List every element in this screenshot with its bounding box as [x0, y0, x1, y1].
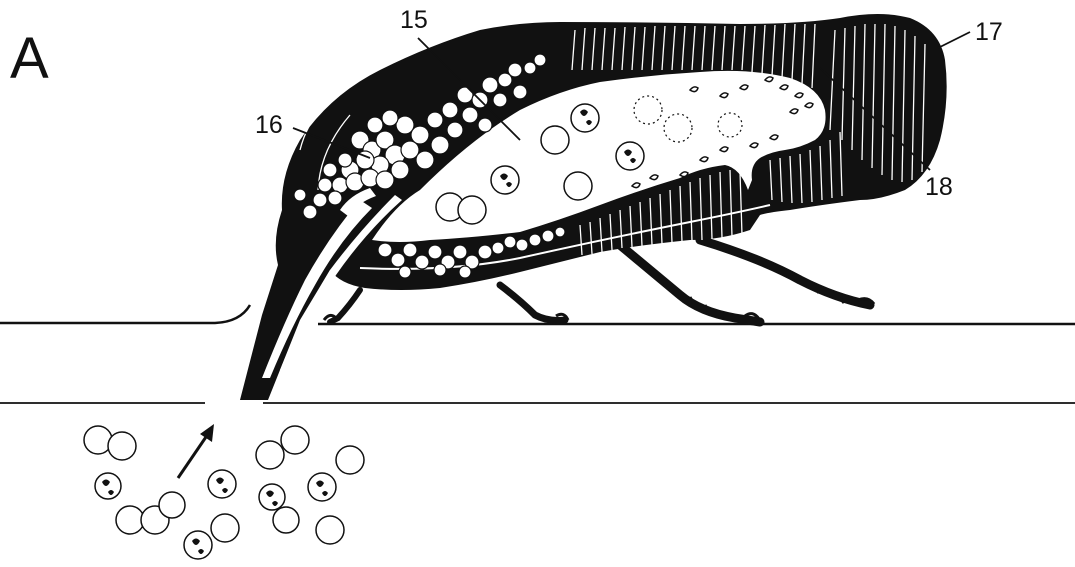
label-17: 17: [975, 18, 1003, 46]
label-16: 16: [255, 111, 283, 139]
insect-body: [240, 14, 947, 400]
uptake-arrow: [178, 424, 214, 478]
panel-label: A: [10, 26, 49, 91]
host-blood-cells: [84, 426, 364, 559]
label-15: 15: [400, 6, 428, 34]
label-18: 18: [925, 173, 953, 201]
